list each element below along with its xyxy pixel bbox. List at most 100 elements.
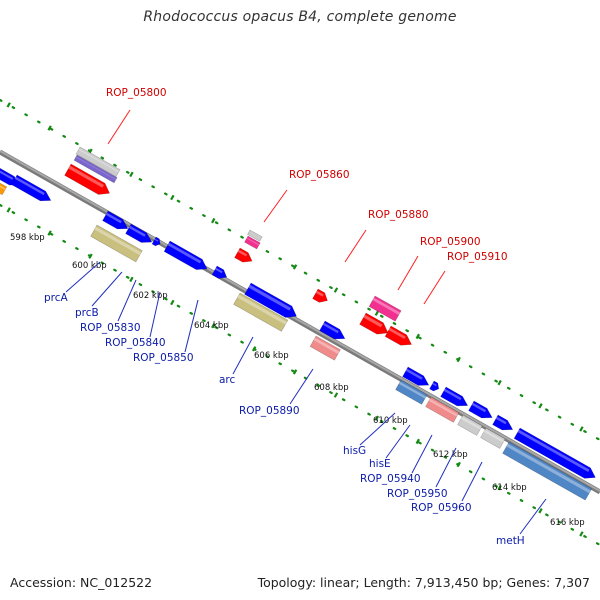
gene-salmon-b-gloss — [428, 398, 458, 417]
gene-rop05850 — [211, 265, 228, 279]
top-leader-line — [423, 270, 446, 305]
gene-olive-a-gloss — [94, 226, 142, 256]
accession-text: Accession: NC_012522 — [10, 575, 153, 590]
topology-text: Topology: linear; Length: 7,913,450 bp; … — [257, 575, 590, 590]
gene-hisG — [402, 366, 430, 386]
scale-tick-label: 614 kbp — [492, 483, 527, 493]
lower-ruler-tick — [333, 392, 339, 398]
gene-rop05950-gloss — [471, 402, 487, 413]
gene-upper-blue-gloss — [248, 284, 291, 311]
top-gene-label: ROP_05910 — [447, 251, 508, 263]
gene-gray-b-gloss — [460, 416, 482, 430]
bottom-gene-label: ROP_05960 — [411, 502, 472, 514]
bottom-gene-label: ROP_05940 — [360, 473, 421, 485]
gene-rop05910-a-gloss — [363, 314, 383, 328]
gene-rop05950 — [468, 400, 493, 419]
gene-olive-a — [90, 224, 143, 263]
gene-rop05860-gray — [247, 229, 263, 242]
gene-rop05900-gloss — [372, 297, 401, 315]
gene-rop05860-red-gloss — [237, 249, 248, 257]
gene-rop05800-red-gloss — [68, 165, 104, 188]
lower-ruler-tick — [211, 322, 216, 329]
upper-ruler-tick — [292, 264, 298, 270]
genome-backbone — [0, 150, 600, 492]
gene-steel-a-gloss — [398, 381, 427, 399]
gene-upper-blue — [244, 282, 297, 318]
top-leader-line — [263, 189, 288, 223]
lower-ruler-tick — [88, 253, 93, 259]
gene-hisG-gloss — [405, 368, 423, 380]
gene-prcB — [125, 223, 153, 243]
gene-left-blue-b-gloss — [14, 176, 45, 196]
bottom-gene-label: ROP_05840 — [105, 337, 166, 349]
gene-rop05800-gray-gloss — [78, 148, 120, 173]
label-layer: 598 kbp 600 kbp 602 kbp 604 kbp 606 kbp 608 k… — [10, 87, 585, 547]
bottom-gene-label: prcB — [75, 307, 99, 319]
scale-tick-label: 608 kbp — [314, 383, 349, 393]
gene-blue-mid — [319, 320, 346, 340]
upper-ruler-tick — [47, 125, 52, 131]
gene-prcB-gloss — [128, 225, 146, 237]
gene-rop05830 — [151, 236, 161, 247]
lower-ruler-tick — [47, 230, 52, 236]
upper-ruler-tick — [456, 356, 461, 363]
upper-ruler-tick — [333, 287, 339, 293]
upper-ruler-tick — [374, 310, 380, 316]
top-gene-label: ROP_05800 — [106, 87, 167, 99]
gene-orange-left-gloss — [0, 185, 6, 191]
lower-ruler-tick — [456, 461, 461, 468]
upper-ruler-tick — [6, 102, 11, 108]
lower-ruler-tick — [497, 484, 502, 491]
upper-ruler-tick — [170, 194, 175, 201]
upper-ruler-tick — [415, 333, 420, 340]
bottom-leader-line — [65, 261, 101, 293]
gene-blue-mid-gloss — [322, 322, 339, 334]
bottom-leader-line — [91, 271, 123, 307]
gene-salmon-b — [425, 396, 460, 423]
gene-gray-c — [480, 427, 506, 449]
gene-hisE — [429, 380, 440, 392]
gene-rop05860-red — [234, 247, 253, 263]
top-gene-label: ROP_05880 — [368, 209, 429, 221]
gene-rop05890-gloss — [313, 337, 340, 354]
scale-tick-label: 604 kbp — [194, 321, 229, 331]
upper-ruler-tick — [129, 171, 134, 178]
bottom-gene-label: arc — [219, 374, 236, 386]
lower-ruler-tick — [374, 415, 380, 421]
scale-tick-label: 612 kbp — [433, 450, 468, 460]
gene-rop05830-gloss — [154, 238, 159, 242]
top-gene-label: ROP_05900 — [420, 236, 481, 248]
lower-ruler-tick — [251, 346, 257, 352]
lower-ruler-tick — [538, 508, 543, 514]
top-leader-line — [107, 109, 131, 145]
bottom-leader-line — [117, 279, 137, 322]
scale-tick-label: 602 kbp — [133, 291, 168, 301]
gene-orange-left — [0, 182, 8, 196]
gene-rop05910-b — [384, 325, 413, 346]
lower-ruler-tick — [292, 369, 298, 375]
scale-tick-label: 598 kbp — [10, 233, 45, 243]
gene-rop05880 — [312, 288, 328, 303]
gene-prcA — [102, 210, 129, 230]
bottom-gene-label: ROP_05950 — [387, 488, 448, 500]
upper-ruler-tick — [211, 217, 216, 224]
gene-left-blue-a-gloss — [0, 170, 14, 180]
gene-rop05900 — [368, 295, 402, 322]
scale-tick-label: 606 kbp — [254, 351, 289, 361]
gene-gray-b — [457, 414, 483, 436]
bottom-leader-line — [519, 498, 547, 535]
gene-rop05940-gloss — [443, 388, 462, 401]
gene-rop05910-b-gloss — [388, 327, 406, 340]
gene-rop05850-gloss — [215, 267, 223, 274]
bottom-gene-label: ROP_05890 — [239, 405, 300, 417]
gene-rop05890 — [309, 335, 341, 361]
gene-rop05800-purple-gloss — [75, 156, 117, 180]
lower-ruler-tick — [170, 299, 175, 306]
gene-metH-steel-gloss — [506, 443, 591, 494]
gene-rop05910-a — [359, 312, 389, 335]
gene-rop05960-gloss — [495, 416, 507, 425]
feature-layer — [0, 98, 600, 547]
gene-left-blue-b — [11, 174, 52, 202]
scale-tick-label: 600 kbp — [72, 261, 107, 271]
